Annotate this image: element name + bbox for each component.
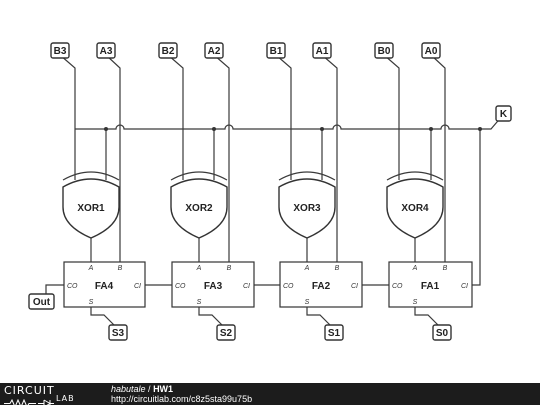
- pin-co-label: CO: [67, 283, 78, 290]
- pin-co-label: CO: [392, 283, 403, 290]
- input-port-b1[interactable]: B1: [266, 42, 286, 59]
- port-label: S1: [328, 328, 341, 339]
- pin-s-label: S: [305, 299, 310, 306]
- junctions: [104, 127, 482, 131]
- project-name[interactable]: HW1: [153, 384, 174, 394]
- footer-bar: CIRCUIT LAB habutale / HW1 http://circui…: [0, 383, 540, 409]
- port-label: A3: [100, 46, 113, 57]
- port-label: B2: [162, 46, 175, 57]
- logo-circuit-graphic: LAB: [4, 394, 90, 409]
- port-label: A2: [208, 46, 221, 57]
- junction-dot: [320, 127, 324, 131]
- xor-gate-3[interactable]: XOR3: [278, 171, 336, 239]
- pin-s-label: S: [197, 299, 202, 306]
- port-label: S2: [220, 328, 233, 339]
- adder-name: FA3: [204, 281, 223, 292]
- full-adder-fa1[interactable]: A B CO CI FA1 S: [388, 261, 473, 308]
- port-label: B1: [270, 46, 283, 57]
- xor-gate-1[interactable]: XOR1: [62, 171, 120, 239]
- circuit-schematic: B3 A3 B2 A2 B1 A1 B0 A0 K XOR1 XOR2: [28, 42, 512, 341]
- input-port-a2[interactable]: A2: [204, 42, 224, 59]
- adder-name: FA1: [421, 281, 440, 292]
- gate-label: XOR4: [401, 203, 429, 214]
- pin-a-label: A: [304, 265, 310, 272]
- input-port-a3[interactable]: A3: [96, 42, 116, 59]
- input-port-a1[interactable]: A1: [312, 42, 332, 59]
- pin-b-label: B: [443, 265, 448, 272]
- pin-ci-label: CI: [351, 283, 358, 290]
- output-port-s1[interactable]: S1: [324, 324, 344, 341]
- pin-ci-label: CI: [461, 283, 468, 290]
- logo-text-top: CIRCUIT: [4, 384, 55, 397]
- pin-b-label: B: [227, 265, 232, 272]
- junction-dot: [104, 127, 108, 131]
- adder-name: FA2: [312, 281, 331, 292]
- pin-s-label: S: [413, 299, 418, 306]
- port-label: K: [500, 109, 508, 120]
- logo-text-bottom: LAB: [56, 394, 75, 403]
- pin-co-label: CO: [283, 283, 294, 290]
- input-port-b0[interactable]: B0: [374, 42, 394, 59]
- port-label: A0: [425, 46, 438, 57]
- junction-dot: [212, 127, 216, 131]
- pin-a-label: A: [412, 265, 418, 272]
- port-label: B3: [54, 46, 67, 57]
- pin-a-label: A: [196, 265, 202, 272]
- output-port-s0[interactable]: S0: [432, 324, 452, 341]
- port-label: B0: [378, 46, 391, 57]
- pin-co-label: CO: [175, 283, 186, 290]
- resistor-logo-icon: [4, 398, 54, 409]
- circuit-url[interactable]: http://circuitlab.com/c8z5sta99u75b: [111, 394, 253, 404]
- wires: [45, 54, 504, 328]
- junction-dot: [429, 127, 433, 131]
- pin-b-label: B: [335, 265, 340, 272]
- input-port-k[interactable]: K: [495, 105, 512, 122]
- xor-gate-4[interactable]: XOR4: [386, 171, 444, 239]
- gate-label: XOR1: [77, 203, 105, 214]
- port-label: Out: [33, 297, 51, 308]
- full-adder-fa3[interactable]: A B CO CI FA3 S: [171, 261, 255, 308]
- full-adder-fa4[interactable]: A B CO CI FA4 S: [63, 261, 146, 308]
- pin-ci-label: CI: [243, 283, 250, 290]
- output-port-s2[interactable]: S2: [216, 324, 236, 341]
- gate-label: XOR2: [185, 203, 213, 214]
- input-port-b2[interactable]: B2: [158, 42, 178, 59]
- input-port-b3[interactable]: B3: [50, 42, 70, 59]
- input-port-a0[interactable]: A0: [421, 42, 441, 59]
- output-port-s3[interactable]: S3: [108, 324, 128, 341]
- output-port-out[interactable]: Out: [28, 293, 55, 310]
- pin-b-label: B: [118, 265, 123, 272]
- xor-gate-2[interactable]: XOR2: [170, 171, 228, 239]
- pin-a-label: A: [88, 265, 94, 272]
- junction-dot: [478, 127, 482, 131]
- full-adder-fa2[interactable]: A B CO CI FA2 S: [279, 261, 363, 308]
- circuitlab-logo[interactable]: CIRCUIT LAB: [4, 384, 90, 409]
- footer-title: habutale / HW1: [111, 384, 173, 394]
- port-label: A1: [316, 46, 329, 57]
- adder-name: FA4: [95, 281, 114, 292]
- gate-label: XOR3: [293, 203, 321, 214]
- author-link[interactable]: habutale: [111, 384, 146, 394]
- port-label: S3: [112, 328, 125, 339]
- pin-s-label: S: [89, 299, 94, 306]
- port-label: S0: [436, 328, 449, 339]
- title-separator: /: [145, 384, 154, 394]
- pin-ci-label: CI: [134, 283, 141, 290]
